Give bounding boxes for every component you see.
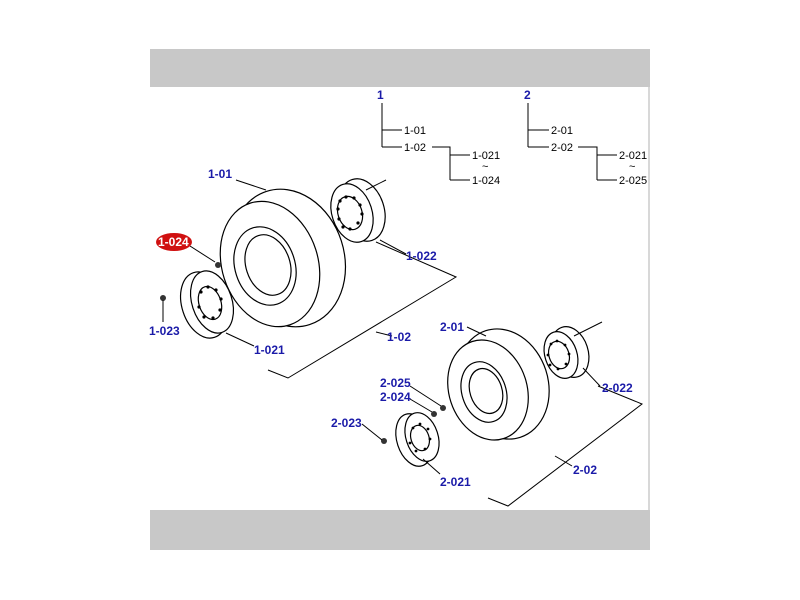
rim-2-022[interactable] <box>538 322 595 383</box>
callout-2-023[interactable]: 2-023 <box>331 416 362 430</box>
rim-1-022[interactable] <box>324 173 393 248</box>
callout-1-024-highlight[interactable]: 1-024 <box>156 233 192 251</box>
bottom-toolbar-band <box>150 510 650 550</box>
tree-2-sub-2[interactable]: 2-025 <box>619 175 647 187</box>
nut-2-025[interactable] <box>440 405 446 411</box>
tree-2-range-mark: ~ <box>629 161 635 173</box>
callout-2-01[interactable]: 2-01 <box>440 320 464 334</box>
tree-2-root[interactable]: 2 <box>524 88 531 102</box>
assembly-1 <box>160 173 458 379</box>
nut-2-024[interactable] <box>431 411 437 417</box>
callout-1-024[interactable]: 1-024 <box>158 235 189 249</box>
top-toolbar-band <box>150 49 650 87</box>
tree-2-sub-1[interactable]: 2-021 <box>619 150 647 162</box>
callout-1-022[interactable]: 1-022 <box>406 249 437 263</box>
callout-2-025[interactable]: 2-025 <box>380 376 411 390</box>
callout-2-02[interactable]: 2-02 <box>573 463 597 477</box>
tree-1-sub-2[interactable]: 1-024 <box>472 175 500 187</box>
parts-tree-2: 2 2-01 2-02 2-021 ~ 2-025 <box>524 88 647 187</box>
callout-2-021[interactable]: 2-021 <box>440 475 471 489</box>
tree-1-sub-1[interactable]: 1-021 <box>472 150 500 162</box>
parts-tree-1: 1 1-01 1-02 1-021 ~ 1-024 <box>377 88 500 187</box>
nut-1-024[interactable] <box>215 262 221 268</box>
callout-2-022[interactable]: 2-022 <box>602 381 633 395</box>
tree-1-child-2[interactable]: 1-02 <box>404 142 426 154</box>
tree-2-child-2[interactable]: 2-02 <box>551 142 573 154</box>
tree-2-child-1[interactable]: 2-01 <box>551 125 573 137</box>
rim-1-021[interactable] <box>173 265 241 344</box>
callout-1-02[interactable]: 1-02 <box>387 330 411 344</box>
callout-1-021[interactable]: 1-021 <box>254 343 285 357</box>
tree-1-root[interactable]: 1 <box>377 88 384 102</box>
bolt-1-023[interactable] <box>160 295 166 301</box>
tire-2-01[interactable] <box>435 317 563 451</box>
tree-1-child-1[interactable]: 1-01 <box>404 125 426 137</box>
bolt-2-023[interactable] <box>381 438 387 444</box>
callout-2-024[interactable]: 2-024 <box>380 390 411 404</box>
tire-1-01[interactable] <box>205 174 363 342</box>
assembly-2 <box>361 317 643 507</box>
callout-1-01[interactable]: 1-01 <box>208 167 232 181</box>
rim-2-021[interactable] <box>389 408 444 471</box>
tree-1-range-mark: ~ <box>482 161 488 173</box>
callout-1-023[interactable]: 1-023 <box>149 324 180 338</box>
